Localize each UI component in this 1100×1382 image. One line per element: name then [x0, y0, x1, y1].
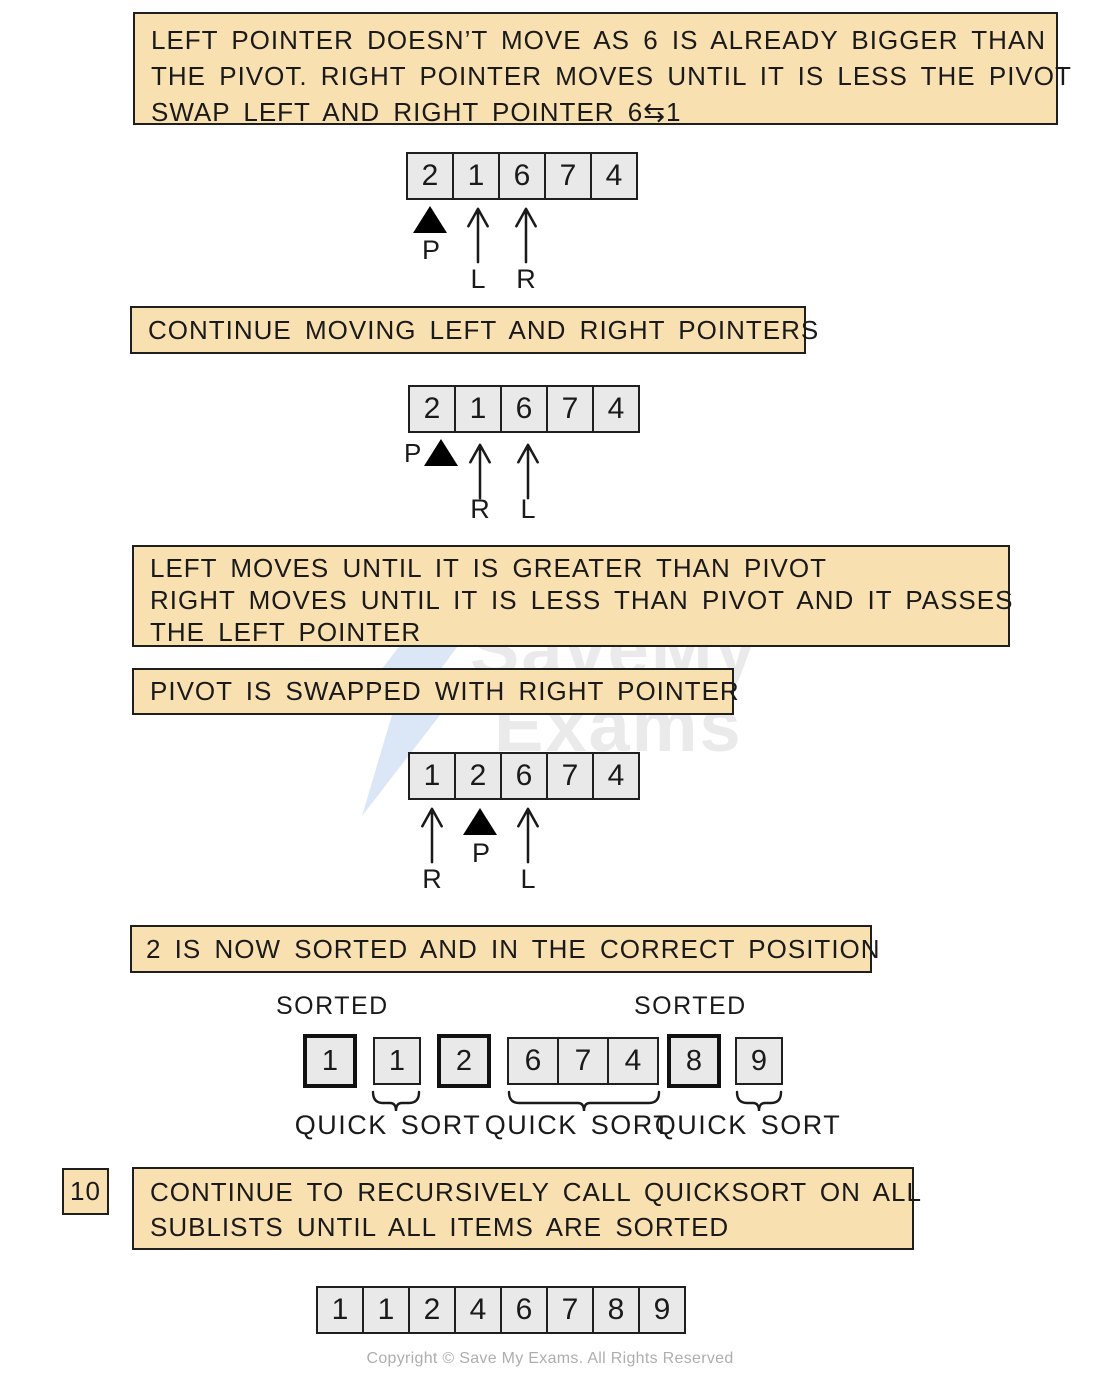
underbrace-icon — [507, 1090, 661, 1112]
pointer-label-pivot: P — [404, 438, 422, 468]
array-cell: 7 — [544, 152, 592, 200]
array-cell: 2 — [454, 752, 502, 800]
note-line: SUBLISTS UNTIL ALL ITEMS ARE SORTED — [150, 1212, 730, 1242]
array-cell: 2 — [408, 1286, 456, 1334]
array-cell: 7 — [557, 1037, 609, 1085]
array-cell: 4 — [592, 752, 640, 800]
note-line: CONTINUE MOVING LEFT AND RIGHT POINTERS — [148, 315, 820, 345]
sorted-box: 2 — [437, 1034, 491, 1088]
array-cell: 1 — [454, 385, 502, 433]
array-cell: 4 — [607, 1037, 659, 1085]
array-cell: 8 — [592, 1286, 640, 1334]
note-box-continue-moving: CONTINUE MOVING LEFT AND RIGHT POINTERS — [130, 306, 820, 354]
pointer-label-pivot: P — [471, 838, 491, 868]
pointer-label-left: L — [520, 864, 536, 894]
note-line: RIGHT MOVES UNTIL IT IS LESS THAN PIVOT … — [150, 585, 1014, 615]
pointer-label-right: R — [470, 494, 490, 524]
quick-sort-label: QUICK SORT — [294, 1110, 482, 1140]
note-line: CONTINUE TO RECURSIVELY CALL QUICKSORT O… — [150, 1177, 922, 1207]
up-arrow-icon — [517, 807, 539, 864]
array-cell: 6 — [507, 1037, 559, 1085]
sorted-label-left: SORTED — [276, 992, 389, 1020]
pointer-label-left: L — [470, 264, 486, 294]
pivot-triangle-icon — [413, 206, 447, 233]
array-cell: 4 — [454, 1286, 502, 1334]
pivot-triangle-icon — [424, 439, 458, 466]
array-step1: 2 1 6 7 4 — [406, 152, 638, 200]
note-line: THE PIVOT. RIGHT POINTER MOVES UNTIL IT … — [151, 61, 1072, 91]
sublist-box: 9 — [735, 1037, 783, 1085]
pointer-label-pivot: P — [421, 235, 441, 265]
array-cell: 6 — [498, 152, 546, 200]
array-cell: 1 — [408, 752, 456, 800]
underbrace-icon — [735, 1090, 783, 1112]
array-cell: 1 — [316, 1286, 364, 1334]
note-box-recursive-call: CONTINUE TO RECURSIVELY CALL QUICKSORT O… — [132, 1167, 922, 1250]
array-final: 1 1 2 4 6 7 8 9 — [316, 1286, 686, 1334]
note-line: SWAP LEFT AND RIGHT POINTER 6⇆1 — [151, 97, 682, 127]
array-cell: 6 — [500, 752, 548, 800]
note-line: LEFT MOVES UNTIL IT IS GREATER THAN PIVO… — [150, 553, 827, 583]
footer-copyright: Copyright © Save My Exams. All Rights Re… — [366, 1350, 734, 1367]
sorted-box: 8 — [667, 1034, 721, 1088]
array-cell: 6 — [500, 1286, 548, 1334]
quick-sort-label: QUICK SORT — [484, 1110, 672, 1140]
pointer-label-left: L — [520, 494, 536, 524]
array-cell: 7 — [546, 1286, 594, 1334]
sublist-group: 6 7 4 — [507, 1037, 659, 1085]
array-cell: 1 — [362, 1286, 410, 1334]
note-box-two-sorted: 2 IS NOW SORTED AND IN THE CORRECT POSIT… — [130, 925, 881, 973]
note-line: THE LEFT POINTER — [150, 617, 422, 647]
up-arrow-icon — [467, 207, 489, 264]
array-cell: 9 — [638, 1286, 686, 1334]
array-cell: 2 — [408, 385, 456, 433]
array-cell: 4 — [592, 385, 640, 433]
pointer-label-right: R — [422, 864, 442, 894]
note-box-swap-pointers: LEFT POINTER DOESN’T MOVE AS 6 IS ALREAD… — [133, 12, 1072, 127]
note-line: PIVOT IS SWAPPED WITH RIGHT POINTER — [150, 676, 740, 706]
up-arrow-icon — [421, 807, 443, 864]
array-cell: 6 — [500, 385, 548, 433]
up-arrow-icon — [515, 207, 537, 264]
array-cell: 2 — [406, 152, 454, 200]
array-cell: 7 — [546, 752, 594, 800]
sorted-box: 1 — [303, 1034, 357, 1088]
quick-sort-label: QUICK SORT — [654, 1110, 842, 1140]
note-line: 2 IS NOW SORTED AND IN THE CORRECT POSIT… — [146, 934, 881, 964]
array-cell: 1 — [452, 152, 500, 200]
pointer-label-right: R — [516, 264, 536, 294]
note-box-pointer-rules: LEFT MOVES UNTIL IT IS GREATER THAN PIVO… — [132, 545, 1014, 647]
array-cell: 4 — [590, 152, 638, 200]
array-step2: 2 1 6 7 4 — [408, 385, 640, 433]
sublist-box: 1 — [373, 1037, 421, 1085]
underbrace-icon — [371, 1090, 421, 1112]
pivot-triangle-icon — [463, 808, 497, 835]
note-box-pivot-swapped: PIVOT IS SWAPPED WITH RIGHT POINTER — [132, 668, 740, 715]
up-arrow-icon — [469, 443, 491, 500]
array-step3: 1 2 6 7 4 — [408, 752, 640, 800]
up-arrow-icon — [517, 443, 539, 500]
step-number-box: 10 — [62, 1168, 109, 1215]
sorted-label-right: SORTED — [634, 992, 747, 1020]
array-cell: 7 — [546, 385, 594, 433]
note-line: LEFT POINTER DOESN’T MOVE AS 6 IS ALREAD… — [151, 25, 1047, 55]
